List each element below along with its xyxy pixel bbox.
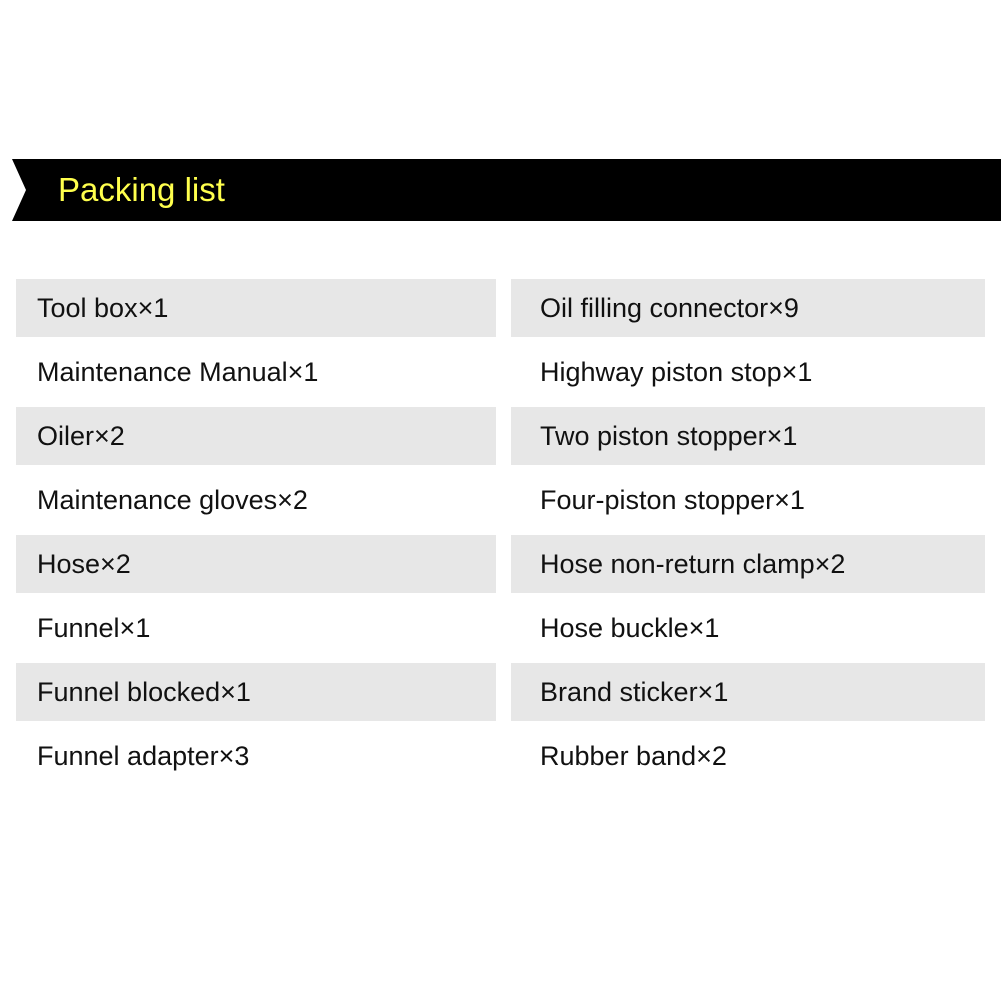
list-item: Brand sticker×1 [511, 663, 985, 721]
list-item: Oiler×2 [16, 407, 496, 465]
list-item: Rubber band×2 [540, 740, 727, 771]
list-item: Hose buckle×1 [540, 612, 720, 643]
packing-list-right-column: Oil filling connector×9 Highway piston s… [511, 279, 985, 791]
list-item: Maintenance gloves×2 [37, 484, 308, 515]
list-item: Hose×2 [16, 535, 496, 593]
packing-list-left-column: Tool box×1 Maintenance Manual×1 Oiler×2 … [16, 279, 496, 791]
list-item: Two piston stopper×1 [511, 407, 985, 465]
list-item: Oil filling connector×9 [511, 279, 985, 337]
list-item: Four-piston stopper×1 [540, 484, 805, 515]
list-item: Funnel blocked×1 [16, 663, 496, 721]
list-item: Highway piston stop×1 [540, 356, 813, 387]
list-item: Tool box×1 [16, 279, 496, 337]
list-item: Funnel adapter×3 [37, 740, 250, 771]
packing-list-banner: Packing list [12, 159, 1001, 221]
list-item: Funnel×1 [37, 612, 151, 643]
list-item: Maintenance Manual×1 [37, 356, 319, 387]
list-item: Hose non-return clamp×2 [511, 535, 985, 593]
page-title: Packing list [58, 171, 225, 208]
